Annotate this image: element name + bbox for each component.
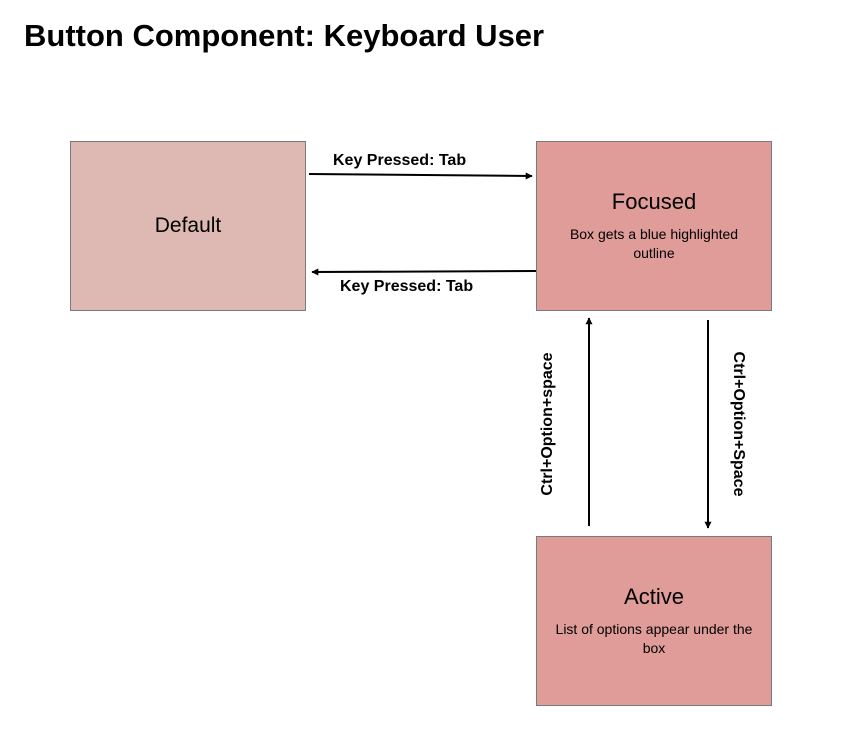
state-box-focused: Focused Box gets a blue highlighted outl… (536, 141, 772, 311)
state-title-focused: Focused (611, 189, 697, 214)
state-title-default: Default (154, 214, 222, 237)
edge-label-focused-to-active: Ctrl+Option+Space (730, 351, 747, 497)
state-description-active: List of options appear under the box (555, 621, 753, 656)
arrow-focused-to-default (311, 268, 537, 276)
edge-label-active-to-focused: Ctrl+Option+space (539, 352, 556, 496)
page-title: Button Component: Keyboard User (24, 18, 545, 53)
arrow-default-to-focused (308, 172, 533, 180)
state-title-active: Active (624, 584, 684, 609)
edge-label-default-to-focused: Key Pressed: Tab (333, 152, 467, 169)
edge-label-focused-to-default: Key Pressed: Tab (340, 278, 474, 295)
state-box-default: Default (70, 141, 306, 311)
state-description-focused: Box gets a blue highlighted outline (569, 226, 739, 261)
state-box-active: Active List of options appear under the … (536, 536, 772, 706)
